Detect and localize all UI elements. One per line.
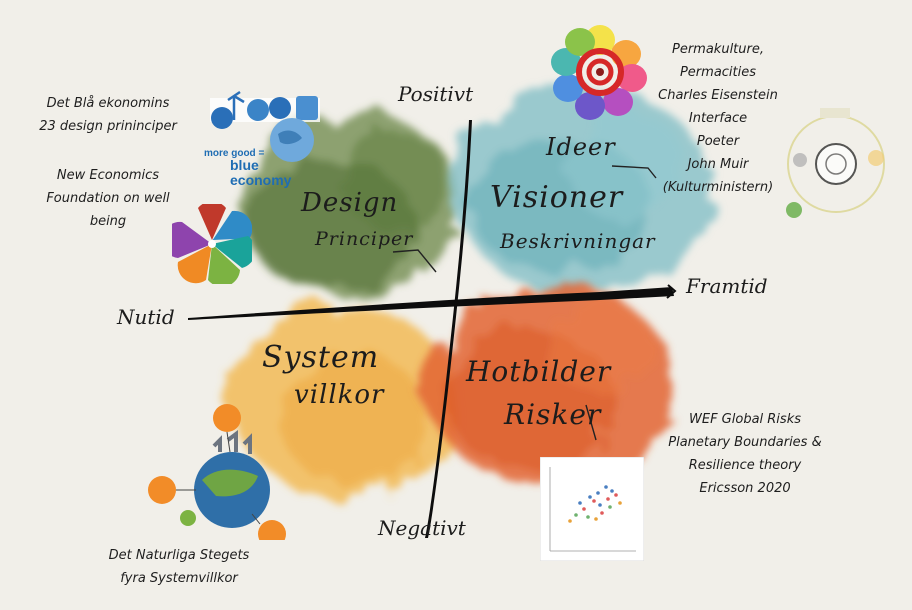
note-natural-step: Det Naturliga Stegets fyra Systemvillkor: [108, 548, 250, 586]
note-nef: New Economics Foundation on well being: [46, 168, 170, 229]
time-axis-stroke: [188, 287, 674, 320]
logo-line-more-good: more good =: [204, 148, 265, 159]
permaculture-flower-icon: [551, 25, 647, 120]
quadrant-title-risks: Risker: [504, 398, 602, 431]
quadrant-title-ideas: Ideer: [546, 133, 616, 161]
note-blue-economy: Det Blå ekonomins 23 design prininciper: [39, 96, 177, 134]
blue-economy-icons: [210, 90, 320, 162]
quadrant-system-blob: [231, 305, 455, 495]
axis-label-future: Framtid: [686, 274, 768, 298]
quadrant-visions-blob: [455, 85, 711, 295]
note-risk-sources: WEF Global Risks Planetary Boundaries & …: [668, 412, 822, 496]
axis-label-negative: Negativt: [378, 516, 466, 540]
quadrant-title-descriptions: Beskrivningar: [500, 229, 656, 253]
axis-label-positive: Positivt: [398, 82, 474, 106]
quadrant-title-principles: Principer: [315, 228, 414, 250]
quadrant-title-design: Design: [301, 188, 399, 218]
note-visions-sources: Permakulture, Permacities Charles Eisens…: [658, 42, 778, 195]
risk-scatter-thumbnail: [540, 457, 644, 561]
quadrant-title-threats: Hotbilder: [466, 355, 612, 388]
quadrant-title-visions: Visioner: [490, 180, 624, 215]
logo-line-economy: economy: [230, 172, 292, 188]
framtid-tick: [666, 284, 677, 299]
logo-line-blue: blue: [230, 157, 259, 173]
quadrant-risks-blob: [425, 285, 675, 485]
axis-label-present: Nutid: [117, 305, 175, 329]
blue-economy-logo: more good = blue economy: [200, 78, 328, 190]
quadrant-title-conditions: villkor: [294, 380, 385, 410]
value-axis-stroke: [425, 120, 472, 538]
nef-wellbeing-flower-icon: [172, 204, 252, 284]
natural-step-globe-icon: [148, 404, 286, 540]
quadrant-title-system: System: [262, 340, 380, 375]
faded-cycle-diagram: [786, 108, 885, 218]
